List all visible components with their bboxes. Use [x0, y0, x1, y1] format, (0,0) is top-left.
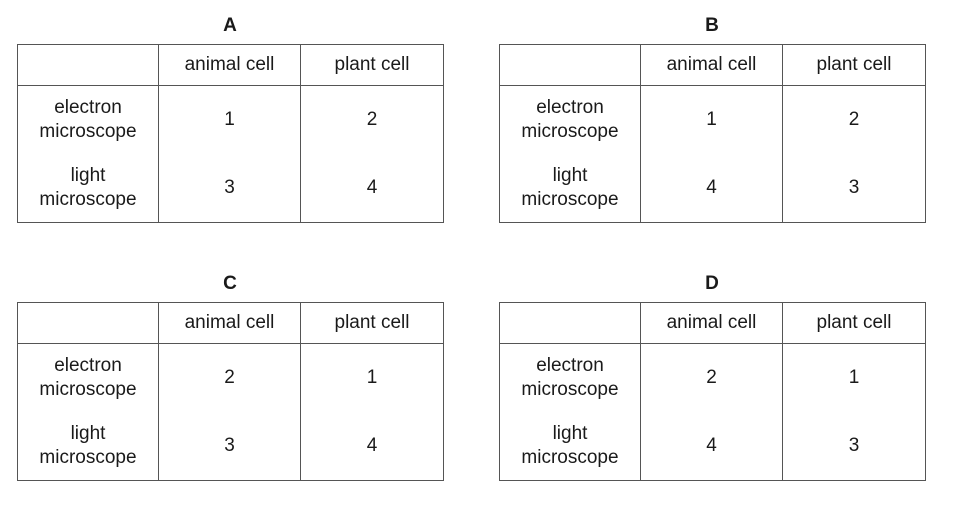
row-label-electron: electron microscope — [499, 343, 641, 412]
table-row: electron microscope 2 1 — [17, 343, 444, 412]
cell-value: 1 — [782, 343, 926, 412]
corner-cell — [17, 302, 159, 344]
cell-value: 1 — [640, 85, 783, 154]
cell-value: 2 — [782, 85, 926, 154]
cell-value: 2 — [640, 343, 783, 412]
cell-value: 3 — [158, 154, 301, 223]
header-plant-cell: plant cell — [300, 302, 444, 344]
table-row: light microscope 3 4 — [17, 154, 444, 223]
row-label-light: light microscope — [17, 412, 159, 481]
row-label-light: light microscope — [499, 154, 641, 223]
cell-value: 3 — [158, 412, 301, 481]
option-b-panel: B animal cell plant cell electron micros… — [499, 12, 926, 223]
cell-value: 4 — [300, 412, 444, 481]
corner-cell — [499, 44, 641, 86]
header-row: animal cell plant cell — [17, 44, 444, 86]
option-label: D — [705, 273, 719, 294]
row-label-light: light microscope — [17, 154, 159, 223]
option-table: animal cell plant cell electron microsco… — [499, 44, 926, 223]
header-animal-cell: animal cell — [158, 302, 301, 344]
header-plant-cell: plant cell — [300, 44, 444, 86]
row-label-electron: electron microscope — [17, 85, 159, 154]
cell-value: 3 — [782, 412, 926, 481]
row-label-light: light microscope — [499, 412, 641, 481]
row-label-electron: electron microscope — [17, 343, 159, 412]
option-label: B — [705, 15, 719, 36]
cell-value: 2 — [158, 343, 301, 412]
cell-value: 1 — [158, 85, 301, 154]
option-label: A — [223, 15, 237, 36]
option-table: animal cell plant cell electron microsco… — [17, 302, 444, 481]
header-animal-cell: animal cell — [158, 44, 301, 86]
table-row: light microscope 4 3 — [499, 412, 926, 481]
cell-value: 1 — [300, 343, 444, 412]
row-label-electron: electron microscope — [499, 85, 641, 154]
table-row: electron microscope 2 1 — [499, 343, 926, 412]
header-row: animal cell plant cell — [499, 302, 926, 344]
cell-value: 4 — [300, 154, 444, 223]
option-label: C — [223, 273, 237, 294]
header-plant-cell: plant cell — [782, 44, 926, 86]
cell-value: 4 — [640, 412, 783, 481]
table-row: light microscope 4 3 — [499, 154, 926, 223]
option-c-panel: C animal cell plant cell electron micros… — [17, 270, 444, 481]
header-animal-cell: animal cell — [640, 302, 783, 344]
table-row: electron microscope 1 2 — [17, 85, 444, 154]
option-table: animal cell plant cell electron microsco… — [499, 302, 926, 481]
header-animal-cell: animal cell — [640, 44, 783, 86]
cell-value: 4 — [640, 154, 783, 223]
table-row: electron microscope 1 2 — [499, 85, 926, 154]
header-row: animal cell plant cell — [17, 302, 444, 344]
header-row: animal cell plant cell — [499, 44, 926, 86]
corner-cell — [17, 44, 159, 86]
option-table: animal cell plant cell electron microsco… — [17, 44, 444, 223]
cell-value: 2 — [300, 85, 444, 154]
header-plant-cell: plant cell — [782, 302, 926, 344]
table-row: light microscope 3 4 — [17, 412, 444, 481]
corner-cell — [499, 302, 641, 344]
option-a-panel: A animal cell plant cell electron micros… — [17, 12, 444, 223]
option-d-panel: D animal cell plant cell electron micros… — [499, 270, 926, 481]
cell-value: 3 — [782, 154, 926, 223]
